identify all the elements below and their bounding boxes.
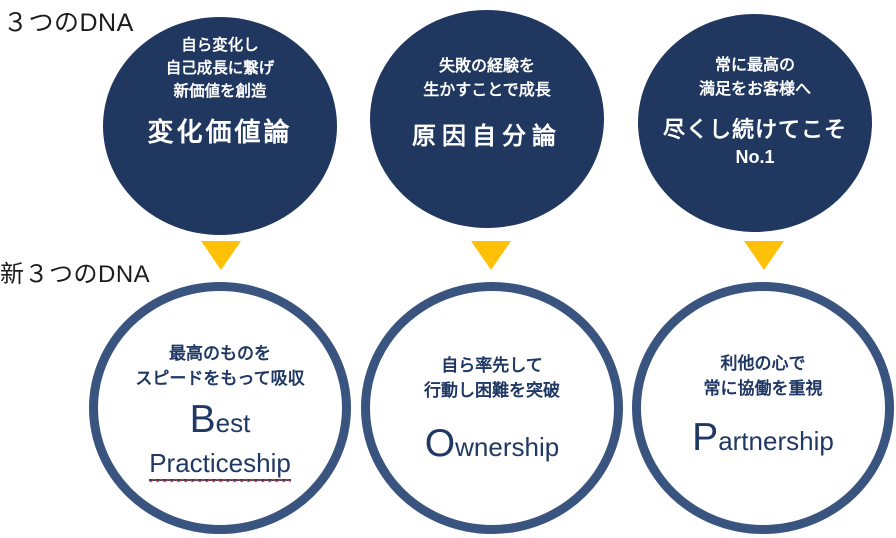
circle-text-line: 自己成長に繋げ — [165, 60, 275, 77]
underline-wrap: Practiceship — [149, 447, 291, 481]
circle-text-line: 最高のものを — [169, 344, 271, 363]
circle-text-line: 自ら率先して — [441, 356, 543, 375]
new-dna-circle-partnership: 利他の心で 常に協働を重視 Partnership — [632, 282, 894, 534]
down-arrow-icon — [201, 241, 241, 270]
word-rest: wnership — [455, 432, 560, 462]
new-dna-circle-best-practiceship: 最高のものを スピードをもって吸収 Best Practiceship — [89, 282, 351, 534]
old-dna-label: ３つのDNA — [3, 9, 134, 37]
word-rest: artnership — [718, 426, 834, 456]
circle-text-line: 新価値を創造 — [173, 83, 267, 100]
old-dna-circle-henka-kachi-ron: 自ら変化し 自己成長に繋げ 新価値を創造 変化価値論 — [103, 17, 337, 235]
circle-word-line2: Practiceship — [149, 447, 291, 481]
down-arrow-icon — [471, 241, 511, 270]
circle-word: Best — [190, 400, 251, 440]
circle-text-line: 常に最高の — [714, 57, 795, 74]
word-initial: P — [692, 416, 719, 459]
old-dna-circle-no1: 常に最高の 満足をお客様へ 尽くし続けてこそ No.1 — [638, 14, 872, 232]
word-initial: B — [189, 398, 216, 441]
down-arrow-icon — [744, 241, 784, 270]
circle-subtitle: No.1 — [735, 147, 775, 167]
word-rest: est — [215, 408, 251, 438]
circle-text-line: 自ら変化し — [181, 37, 259, 54]
new-dna-label: 新３つのDNA — [0, 261, 151, 288]
word-initial: O — [424, 422, 456, 465]
old-dna-circle-genin-jibun-ron: 失敗の経験を 生かすことで成長 原因自分論 — [370, 10, 604, 228]
circle-text-line: 行動し困難を突破 — [424, 381, 560, 400]
circle-title: 原因自分論 — [412, 123, 562, 150]
circle-text-line: 常に協働を重視 — [703, 379, 823, 398]
circle-word: Partnership — [692, 418, 834, 458]
circle-text-line: 生かすことで成長 — [423, 82, 551, 99]
circle-text-line: スピードをもって吸収 — [135, 369, 305, 388]
new-dna-circle-ownership: 自ら率先して 行動し困難を突破 Ownership — [361, 282, 623, 534]
circle-text-line: 利他の心で — [720, 354, 806, 373]
circle-word: Ownership — [425, 424, 560, 464]
circle-text-line: 満足をお客様へ — [698, 81, 811, 98]
circle-text-line: 失敗の経験を — [438, 58, 535, 75]
circle-title: 尽くし続けてこそ — [662, 117, 847, 142]
circle-title: 変化価値論 — [147, 117, 293, 147]
misspelled-word: Practiceship — [149, 448, 291, 478]
